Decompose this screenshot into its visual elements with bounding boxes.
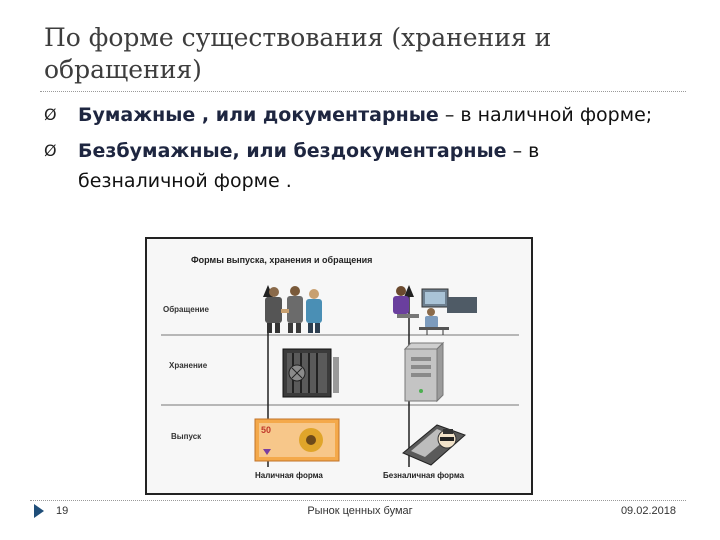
server-tower-icon [403, 341, 445, 403]
footer-divider [30, 500, 686, 501]
safe-vault-icon [282, 348, 339, 398]
title-divider [40, 91, 686, 92]
slide-title: По форме существования (хранения и обращ… [44, 23, 552, 84]
bullet-text: – в наличной форме; [438, 104, 653, 126]
people-handshake-icon [265, 286, 322, 333]
bullet-term: Безбумажные, или бездокументарные [78, 140, 507, 162]
banknote-value: 50 [261, 425, 271, 435]
computer-office-icon [393, 286, 477, 335]
bullet-item: Ø Бумажные , или документарные – в налич… [44, 100, 664, 130]
column-label-noncash: Безналичная форма [383, 471, 465, 480]
banknote-icon: 50 [254, 418, 340, 462]
bullet-item: Ø Безбумажные, или бездокументарные – в … [44, 136, 664, 196]
arrow-bullet-icon: Ø [44, 141, 57, 160]
arrow-bullet-icon: Ø [44, 105, 57, 124]
row-label-circulation: Обращение [163, 305, 209, 314]
footer-title: Рынок ценных бумаг [307, 505, 413, 517]
bullet-term: Бумажные , или документарные [78, 104, 439, 126]
row-label-issue: Выпуск [171, 432, 202, 441]
footer-date: 09.02.2018 [620, 505, 676, 517]
arrow-head-icon [404, 285, 414, 297]
row-label-storage: Хранение [169, 361, 208, 370]
page-number: 19 [56, 505, 69, 517]
bullet-list: Ø Бумажные , или документарные – в налич… [44, 100, 664, 202]
column-label-cash: Наличная форма [255, 471, 323, 480]
diagram-title: Формы выпуска, хранения и обращения [191, 255, 372, 265]
bullet-text: – в безналичной форме . [78, 140, 540, 192]
page-arrow-icon [34, 504, 44, 518]
floppy-disk-icon [402, 424, 466, 466]
forms-diagram: Формы выпуска, хранения и обращения Обра… [145, 237, 533, 495]
